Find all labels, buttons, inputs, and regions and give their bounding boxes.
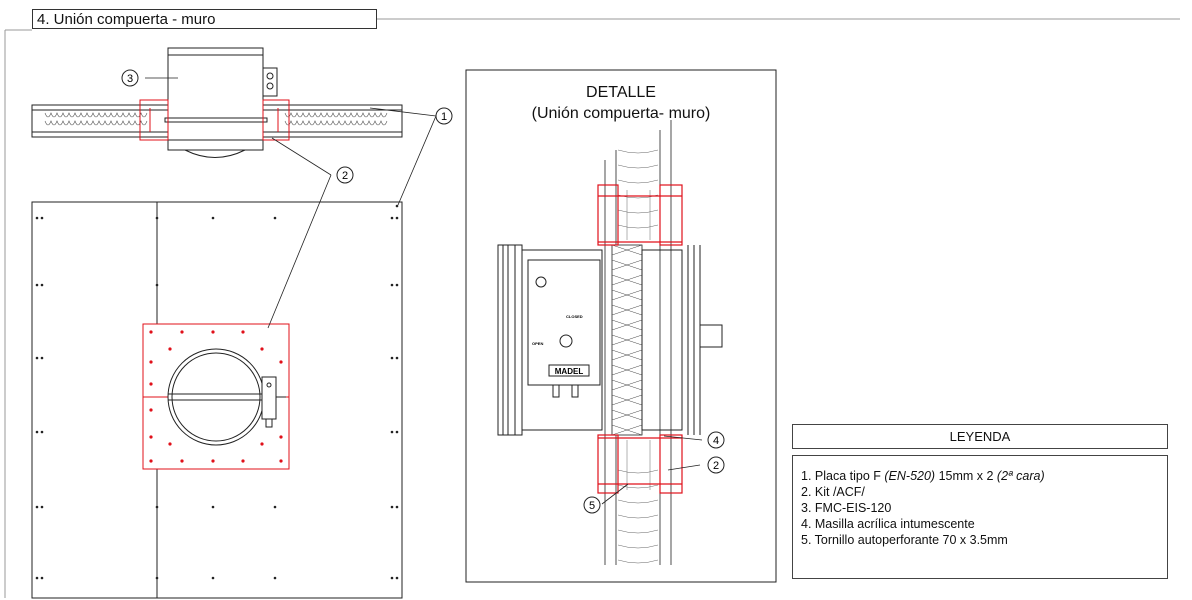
detail-intumescent-core (611, 244, 643, 436)
detail-damper-body (497, 244, 723, 436)
detail-frame (465, 69, 777, 583)
front-view-kit-screws (149, 330, 283, 463)
legend-item-3: 3. FMC-EIS-120 (801, 501, 892, 515)
detail-title-line1: DETALLE (586, 84, 656, 101)
svg-text:3: 3 (127, 73, 133, 85)
top-view-kit-red (139, 99, 290, 141)
callout-5: 5 (583, 496, 601, 514)
detail-title-line2: (Unión compuerta- muro) (531, 105, 711, 122)
legend-item-2: 2. Kit /ACF/ (801, 485, 865, 499)
callout-3: 3 (121, 69, 139, 87)
svg-text:2: 2 (342, 170, 348, 182)
svg-text:4: 4 (713, 435, 719, 447)
legend-item-1-d: (2ª cara) (996, 469, 1045, 483)
legend-item-1: 1. Placa tipo F (EN-520) 15mm x 2 (2ª ca… (801, 468, 1167, 484)
top-view-wall (31, 47, 403, 158)
callout-4: 4 (707, 431, 725, 449)
brand-label: MADEL (555, 367, 584, 376)
leader-lines (145, 77, 703, 505)
svg-text:1: 1 (441, 111, 447, 123)
legend-item-5: 5. Tornillo autoperforante 70 x 3.5mm (801, 533, 1008, 547)
detail-kit-red (597, 184, 683, 494)
svg-text:2: 2 (713, 460, 719, 472)
legend-item-1-c: 15mm x 2 (935, 469, 997, 483)
legend-heading: LEYENDA (792, 424, 1168, 449)
legend-item-4: 4. Masilla acrílica intumescente (801, 517, 975, 531)
closed-label: CLOSED (566, 314, 583, 319)
detail-title: DETALLE (Unión compuerta- muro) (466, 82, 776, 124)
legend-item-1-a: 1. Placa tipo F (801, 469, 885, 483)
legend-item-1-b: (EN-520) (884, 469, 936, 483)
open-label: OPEN (532, 341, 543, 346)
svg-text:5: 5 (589, 500, 595, 512)
legend-list: 1. Placa tipo F (EN-520) 15mm x 2 (2ª ca… (792, 455, 1168, 579)
front-view-damper (167, 348, 286, 446)
front-view-screws (35, 204, 399, 580)
callout-2-main: 2 (336, 166, 354, 184)
section-title: 4. Unión compuerta - muro (32, 9, 377, 29)
callout-1: 1 (435, 107, 453, 125)
outer-frame (4, 18, 1180, 598)
callout-2-detail: 2 (707, 456, 725, 474)
